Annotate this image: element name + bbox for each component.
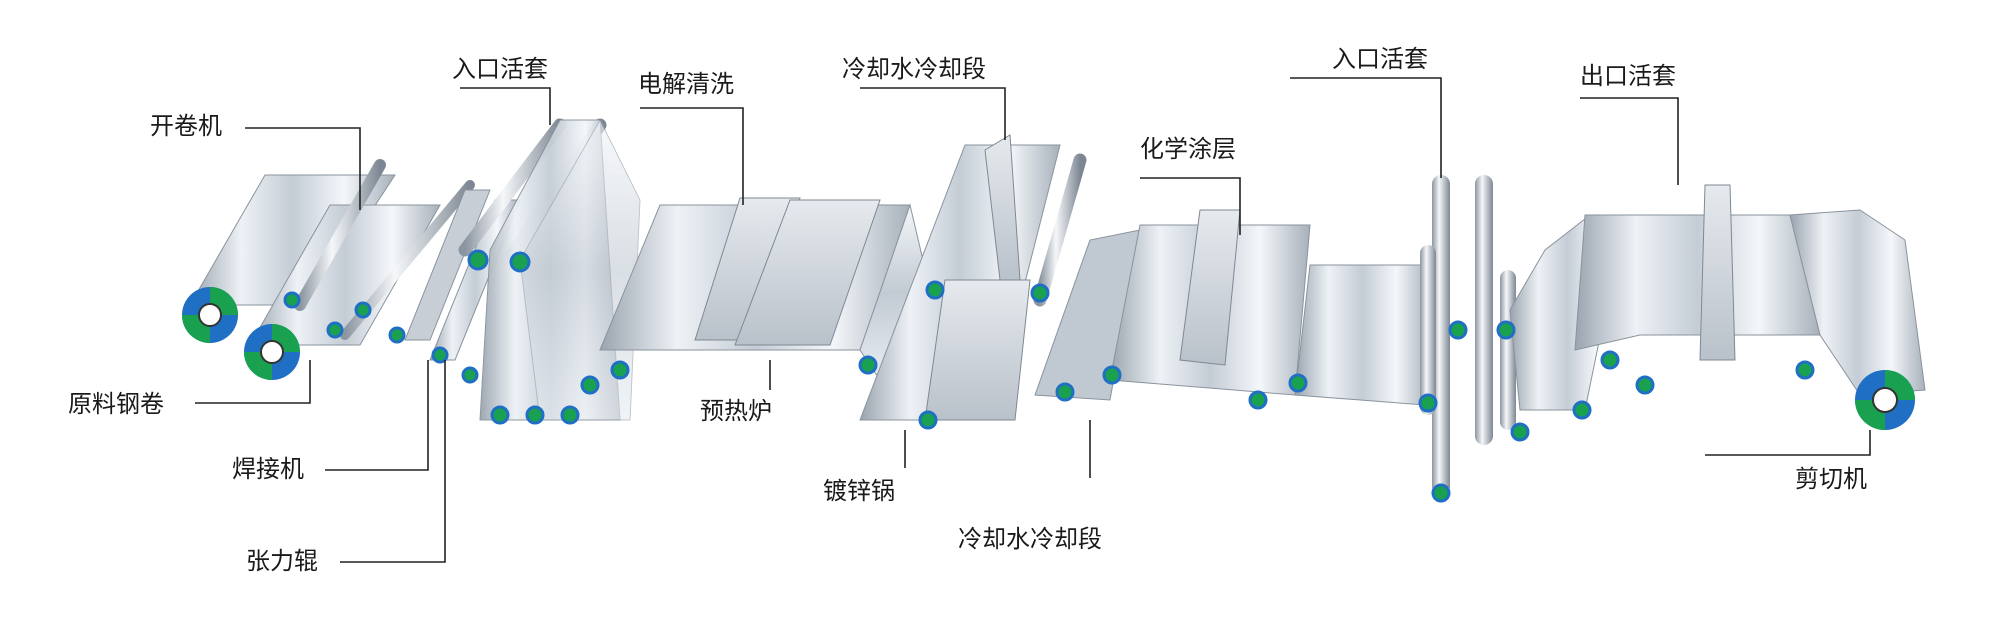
label-water-cooling-2: 冷却水冷却段 <box>958 525 1102 553</box>
label-preheat-furnace: 预热炉 <box>700 397 772 425</box>
label-water-cooling-1: 冷却水冷却段 <box>842 55 986 83</box>
cleaning-preheat-section <box>599 197 931 381</box>
label-entry-looper-1: 入口活套 <box>452 55 548 83</box>
label-shear: 剪切机 <box>1795 465 1867 493</box>
raw-coil-2 <box>244 324 300 380</box>
label-electrolytic-cleaning: 电解清洗 <box>638 70 734 98</box>
exit-looper-section <box>1509 184 1926 411</box>
output-coil <box>1855 370 1915 430</box>
label-entry-looper-2: 入口活套 <box>1332 45 1428 73</box>
label-welder: 焊接机 <box>232 455 304 483</box>
galvanizing-cooling-section <box>859 134 1087 421</box>
leader-lines <box>195 77 1871 563</box>
chemical-coating-section <box>1034 209 1431 406</box>
guide-rolls <box>283 249 1815 503</box>
label-uncoiler: 开卷机 <box>150 112 222 140</box>
label-tension-roll: 张力辊 <box>246 547 318 575</box>
label-exit-looper: 出口活套 <box>1580 62 1676 90</box>
label-galvanizing-pot: 镀锌锅 <box>823 477 895 505</box>
raw-coil-1 <box>182 287 238 343</box>
label-raw-coil: 原料钢卷 <box>68 390 164 418</box>
label-chemical-coating: 化学涂层 <box>1140 135 1236 163</box>
